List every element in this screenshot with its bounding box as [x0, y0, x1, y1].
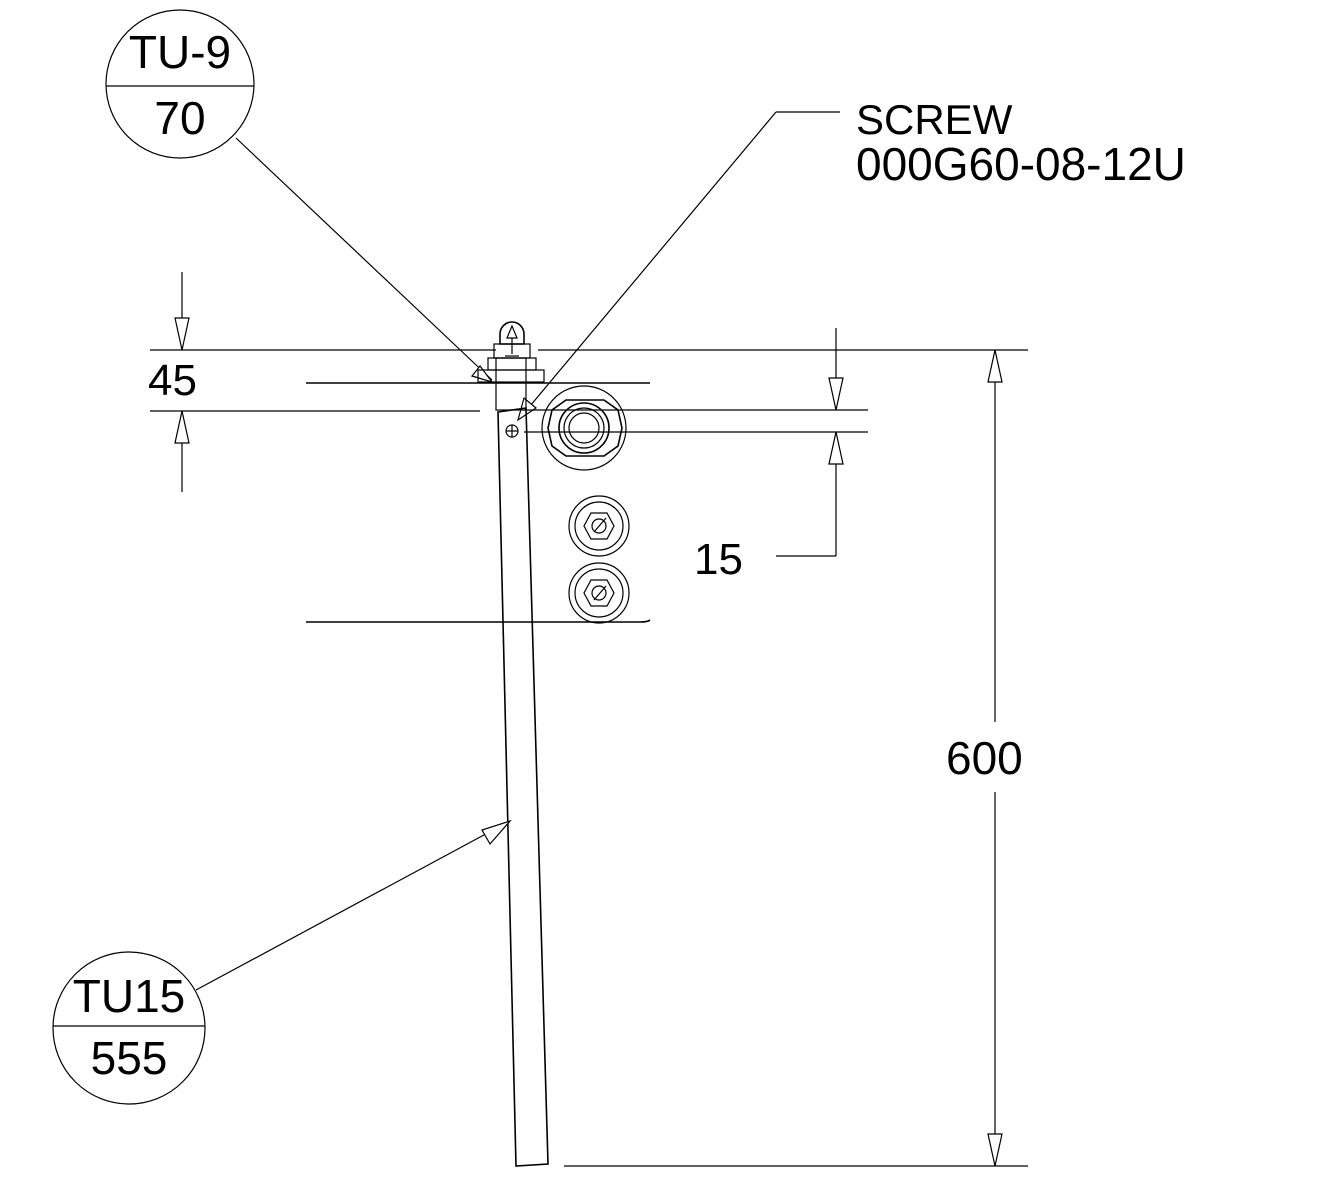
- dim15-value: 15: [694, 535, 743, 584]
- dim600-arrow-bottom: [987, 1133, 1003, 1167]
- screw-leader: [519, 111, 777, 419]
- hinge-stem: [495, 357, 527, 411]
- panel-bottom-edge: [306, 619, 651, 623]
- dim600-arrow-top: [987, 349, 1003, 383]
- dim15-arrow-bottom: [828, 431, 844, 465]
- balloon-bottom-circle: [52, 951, 206, 1105]
- dim15-arrow-top: [828, 377, 844, 411]
- dim45-arrow-bottom: [174, 410, 190, 444]
- balloon-top-circle: [105, 9, 255, 159]
- dim600-value: 600: [946, 732, 1023, 784]
- dim45-value: 45: [148, 356, 197, 405]
- large-fitting-hex: [547, 399, 623, 457]
- dim45-arrow-top: [174, 317, 190, 351]
- small-fitting-upper-center: [591, 518, 607, 534]
- balloon-bottom: TU15 555: [52, 819, 512, 1105]
- small-fitting-lower-mid: [574, 568, 624, 618]
- knob-cap: [499, 321, 525, 345]
- balloon-bottom-leader: [195, 821, 509, 991]
- hinge-plate: [477, 369, 545, 383]
- dimension-45: 45: [148, 272, 496, 492]
- screw-label: SCREW: [856, 96, 1013, 143]
- small-fitting-lower-center: [591, 585, 607, 601]
- screw-code: 000G60-08-12U: [856, 138, 1186, 190]
- balloon-top-leader: [235, 137, 493, 381]
- balloon-bottom-leader-arrow: [481, 819, 512, 846]
- balloon-top: TU-9 70: [105, 9, 494, 384]
- large-fitting-ring-2: [563, 407, 605, 449]
- knob-arrow: [506, 324, 518, 339]
- large-fitting-ring-1: [558, 402, 610, 454]
- balloon-top-leader-arrow: [470, 365, 494, 384]
- small-fitting-upper-slot: [593, 517, 607, 533]
- balloon-bottom-part: TU15: [73, 970, 185, 1022]
- balloon-top-qty: 70: [154, 92, 205, 144]
- large-fitting: [541, 385, 627, 471]
- small-fitting-lower-hex: [583, 579, 615, 607]
- screw-symbol: [505, 424, 519, 438]
- screw-note: SCREW 000G60-08-12U: [516, 96, 1186, 422]
- large-fitting-outer: [541, 385, 627, 471]
- rod-tu15: [497, 407, 549, 1167]
- hinge-block-middle: [487, 357, 537, 371]
- small-fitting-upper-hex: [583, 512, 615, 540]
- small-fitting-lower-slot: [593, 585, 607, 601]
- dimension-600: 600: [538, 349, 1028, 1167]
- large-fitting-ring-3: [568, 412, 600, 444]
- balloon-top-part: TU-9: [129, 26, 231, 78]
- small-fitting-upper-outer: [568, 495, 630, 557]
- small-fitting-lower: [568, 562, 630, 624]
- small-fitting-upper: [568, 495, 630, 557]
- dimension-15: 15: [524, 328, 868, 584]
- small-fitting-lower-outer: [568, 562, 630, 624]
- hinge-assembly: [477, 321, 545, 411]
- small-fitting-upper-mid: [574, 501, 624, 551]
- balloon-bottom-qty: 555: [91, 1032, 168, 1084]
